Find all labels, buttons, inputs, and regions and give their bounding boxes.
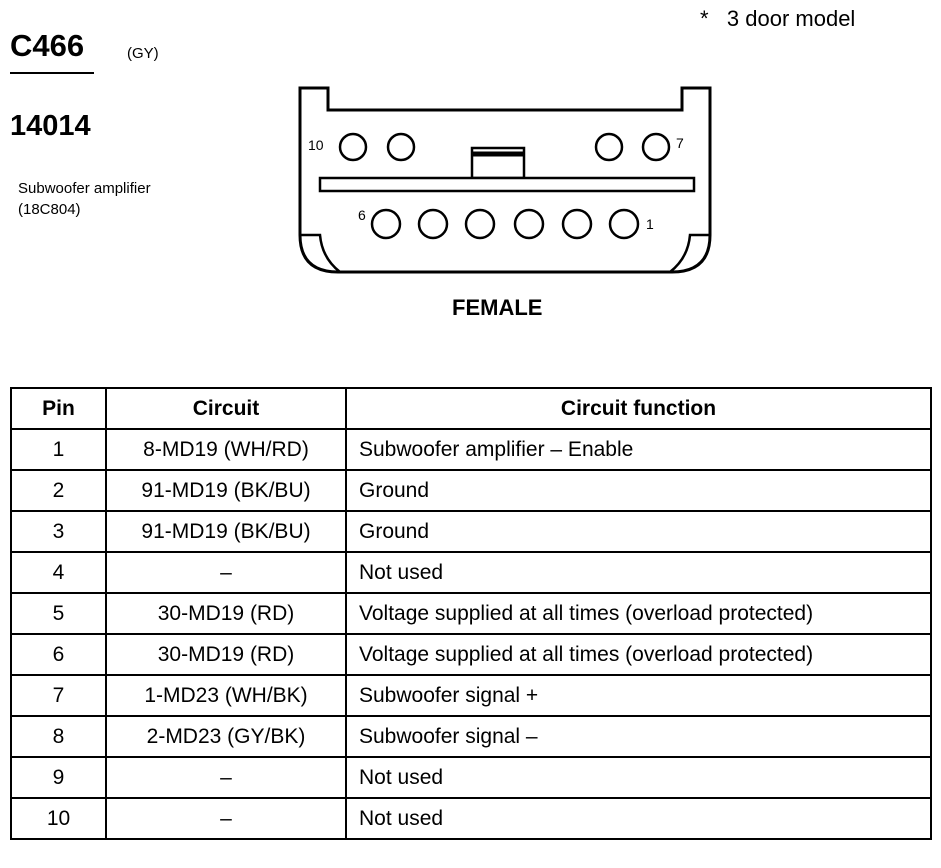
circuit-cell: 1-MD23 (WH/BK) [105, 674, 347, 717]
gender-label: FEMALE [452, 295, 543, 320]
table-row: 10 – Not used [10, 797, 932, 840]
pin-cell: 9 [10, 756, 107, 799]
pin-10 [338, 132, 368, 162]
pin-cell: 6 [10, 633, 107, 676]
pin-3 [513, 208, 545, 240]
pin-9 [386, 132, 416, 162]
connector-id: C466 [10, 28, 85, 63]
function-cell: Subwoofer signal – [345, 715, 932, 758]
circuit-cell: – [105, 756, 347, 799]
pin-1 [608, 208, 640, 240]
circuit-cell: – [105, 551, 347, 594]
pin-label-top-right: 7 [676, 135, 684, 151]
table-row: 6 30-MD19 (RD) Voltage supplied at all t… [10, 633, 932, 676]
table-row: 5 30-MD19 (RD) Voltage supplied at all t… [10, 592, 932, 635]
pin-4 [464, 208, 496, 240]
connector-color: (GY) [127, 45, 159, 62]
pin-6 [370, 208, 402, 240]
pin-cell: 2 [10, 469, 107, 512]
table-header-row: Pin Circuit Circuit function [10, 387, 932, 430]
pin-label-bottom-right: 1 [646, 216, 654, 232]
pin-cell: 1 [10, 428, 107, 471]
function-cell: Voltage supplied at all times (overload … [345, 633, 932, 676]
table-row: 2 91-MD19 (BK/BU) Ground [10, 469, 932, 512]
table-row: 8 2-MD23 (GY/BK) Subwoofer signal – [10, 715, 932, 758]
connector-separator-bar [318, 176, 696, 193]
connector-face-diagram: 10 7 6 1 [298, 86, 712, 274]
function-cell: Not used [345, 797, 932, 840]
header-circuit: Circuit [105, 387, 347, 430]
housing-corner-right [669, 233, 710, 273]
table-row: 1 8-MD19 (WH/RD) Subwoofer amplifier – E… [10, 428, 932, 471]
connector-id-underline [10, 72, 94, 74]
pin-7 [641, 132, 671, 162]
model-note: * 3 door model [700, 6, 856, 31]
function-cell: Not used [345, 756, 932, 799]
function-cell: Subwoofer signal + [345, 674, 932, 717]
pin-cell: 5 [10, 592, 107, 635]
connector-housing [298, 86, 712, 274]
pin-label-bottom-left: 6 [358, 207, 366, 223]
circuit-cell: 30-MD19 (RD) [105, 592, 347, 635]
pinout-table: Pin Circuit Circuit function 1 8-MD19 (W… [10, 387, 932, 840]
pin-8 [594, 132, 624, 162]
housing-corner-left [300, 233, 341, 273]
function-cell: Voltage supplied at all times (overload … [345, 592, 932, 635]
component-code: (18C804) [18, 201, 81, 218]
table-row: 3 91-MD19 (BK/BU) Ground [10, 510, 932, 553]
circuit-cell: 30-MD19 (RD) [105, 633, 347, 676]
component-name: Subwoofer amplifier [18, 180, 151, 197]
pin-cell: 3 [10, 510, 107, 553]
pin-label-top-left: 10 [308, 137, 324, 153]
pin-cell: 4 [10, 551, 107, 594]
function-cell: Ground [345, 469, 932, 512]
pin-5 [417, 208, 449, 240]
function-cell: Subwoofer amplifier – Enable [345, 428, 932, 471]
table-row: 7 1-MD23 (WH/BK) Subwoofer signal + [10, 674, 932, 717]
circuit-cell: 2-MD23 (GY/BK) [105, 715, 347, 758]
pin-cell: 10 [10, 797, 107, 840]
circuit-cell: – [105, 797, 347, 840]
table-row: 4 – Not used [10, 551, 932, 594]
table-row: 9 – Not used [10, 756, 932, 799]
header-circuit-function: Circuit function [345, 387, 932, 430]
header-pin: Pin [10, 387, 107, 430]
pin-cell: 7 [10, 674, 107, 717]
pin-2 [561, 208, 593, 240]
part-number: 14014 [10, 110, 91, 142]
circuit-cell: 8-MD19 (WH/RD) [105, 428, 347, 471]
function-cell: Ground [345, 510, 932, 553]
circuit-cell: 91-MD19 (BK/BU) [105, 469, 347, 512]
pin-cell: 8 [10, 715, 107, 758]
function-cell: Not used [345, 551, 932, 594]
circuit-cell: 91-MD19 (BK/BU) [105, 510, 347, 553]
